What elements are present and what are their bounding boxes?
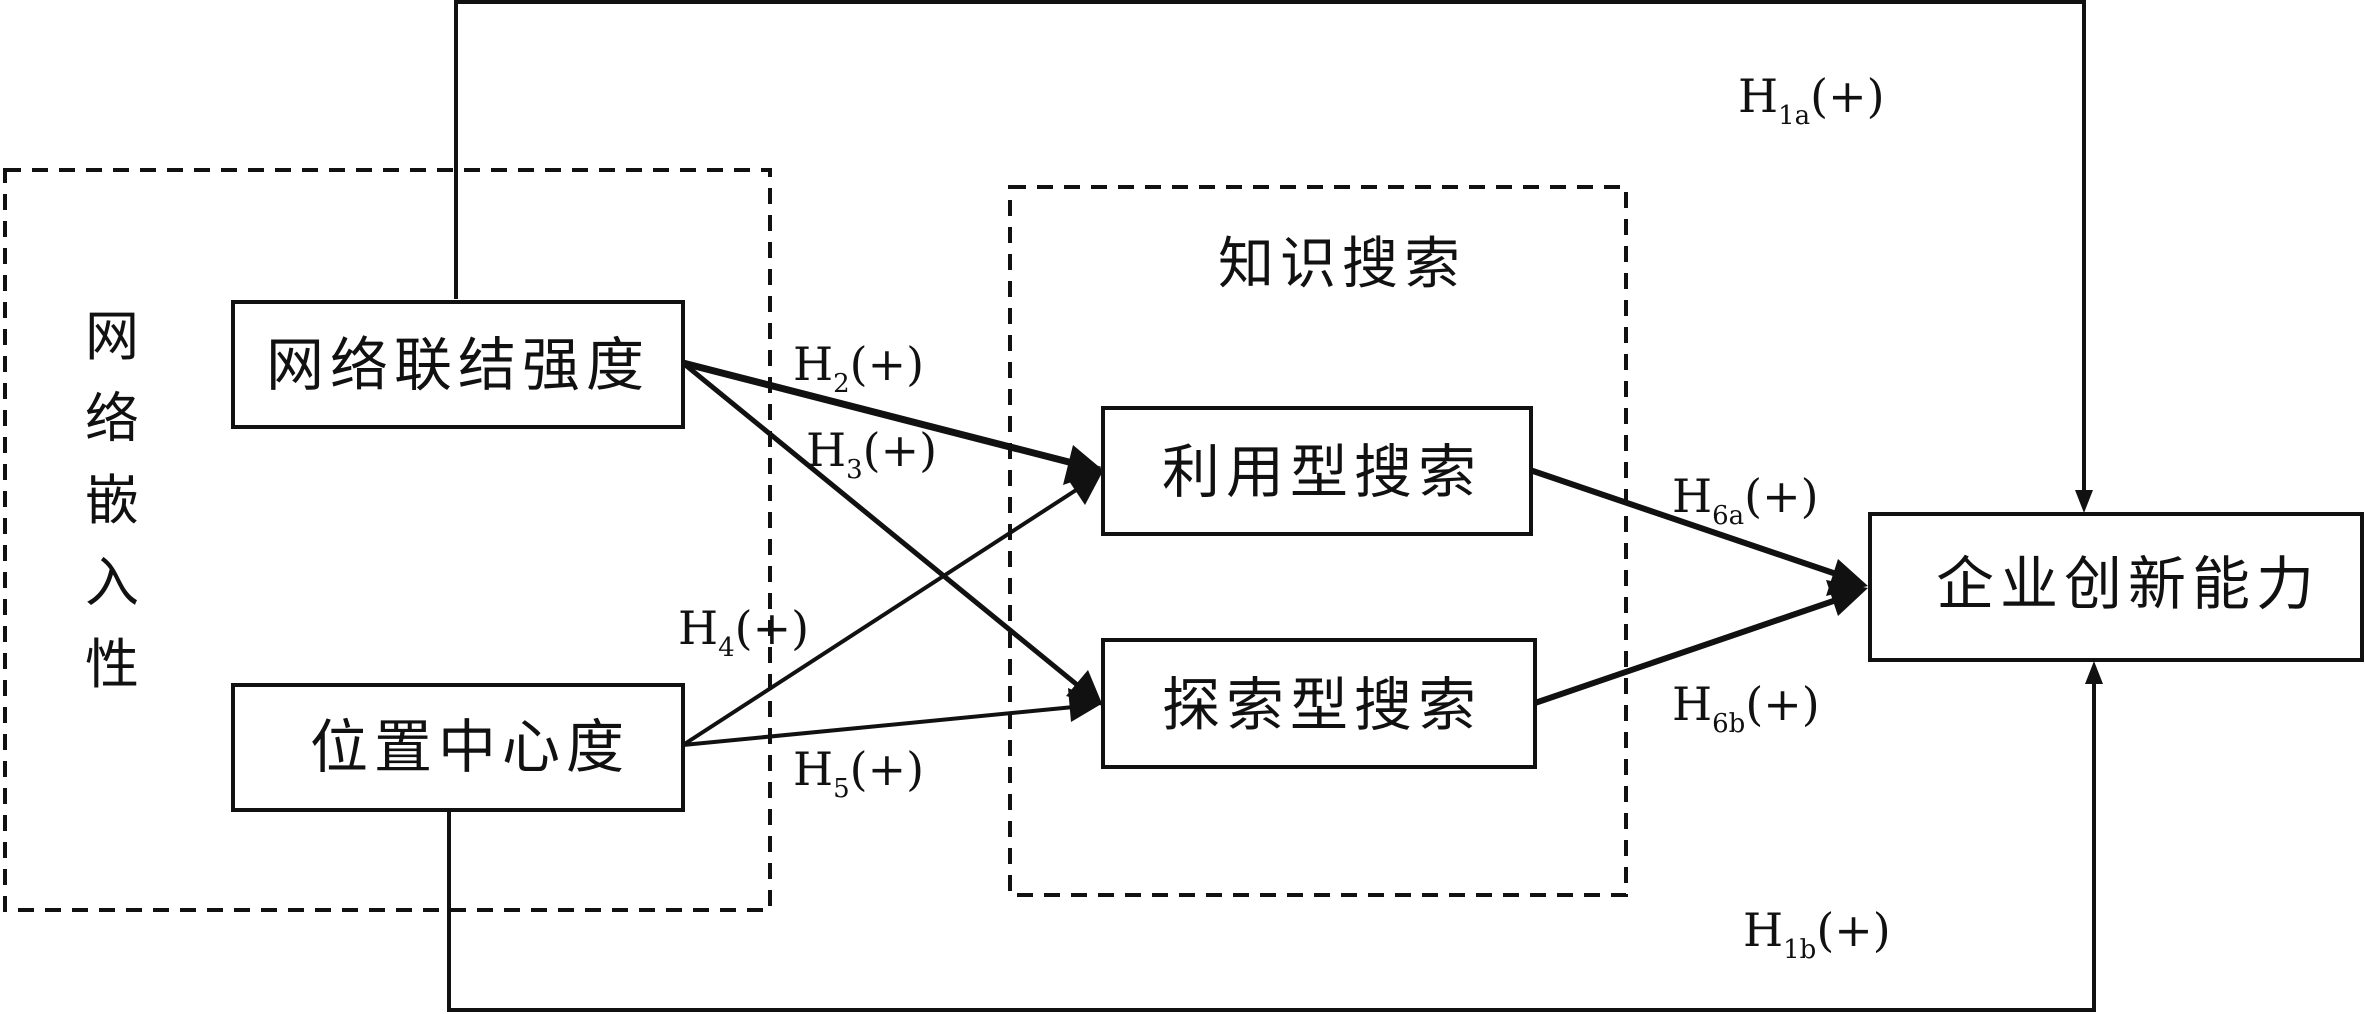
h2-arrow	[682, 359, 1101, 474]
vertical-char: 入	[85, 551, 139, 614]
knowledge-search-group	[1008, 185, 1628, 897]
node-exploitative-search: 利用型搜索	[1101, 406, 1533, 536]
h1a-arrowhead	[2075, 490, 2093, 513]
knowledge-search-label: 知识搜索	[1218, 232, 1466, 297]
h5-arrowhead	[1068, 688, 1103, 722]
h1a-label: H1a(+)	[1738, 69, 1885, 131]
vertical-char: 嵌	[85, 469, 139, 532]
network-embeddedness-group	[3, 168, 772, 912]
network-embeddedness-label: 网 络 嵌 入 性	[85, 305, 139, 696]
h5-arrow	[682, 704, 1085, 747]
node-exploratory-search-label: 探索型搜索	[1162, 671, 1482, 739]
h4-arrowhead	[1067, 471, 1103, 505]
h4-label: H4(+)	[678, 601, 809, 663]
node-centrality-label: 位置中心度	[310, 713, 630, 781]
h4-arrow	[681, 479, 1092, 747]
node-exploratory-search: 探索型搜索	[1101, 638, 1537, 769]
h6b-label: H6b(+)	[1672, 677, 1820, 739]
node-tie-strength: 网络联结强度	[231, 300, 685, 429]
vertical-char: 络	[85, 387, 139, 450]
node-centrality: 位置中心度	[231, 683, 685, 812]
h1b-label: H1b(+)	[1743, 903, 1891, 965]
h6a-label: H6a(+)	[1672, 469, 1819, 531]
h1b-arrowhead	[2085, 661, 2103, 684]
h1a-connector	[454, 0, 2086, 508]
h3-label: H3(+)	[806, 423, 937, 485]
h6a-arrow	[1529, 467, 1849, 581]
node-exploitative-search-label: 利用型搜索	[1162, 438, 1482, 506]
h2-arrowhead	[1063, 445, 1104, 485]
h5-label: H5(+)	[793, 742, 924, 804]
vertical-char: 网	[85, 305, 139, 368]
node-innovation: 企业创新能力	[1868, 512, 2364, 662]
node-innovation-label: 企业创新能力	[1936, 550, 2320, 618]
h3-arrow	[681, 361, 1094, 699]
h1b-connector	[447, 666, 2096, 1012]
h6b-arrow	[1534, 593, 1849, 706]
h6b-arrowhead	[1826, 580, 1868, 616]
h2-label: H2(+)	[793, 337, 924, 399]
vertical-char: 性	[85, 633, 139, 696]
node-tie-strength-label: 网络联结强度	[266, 331, 650, 399]
